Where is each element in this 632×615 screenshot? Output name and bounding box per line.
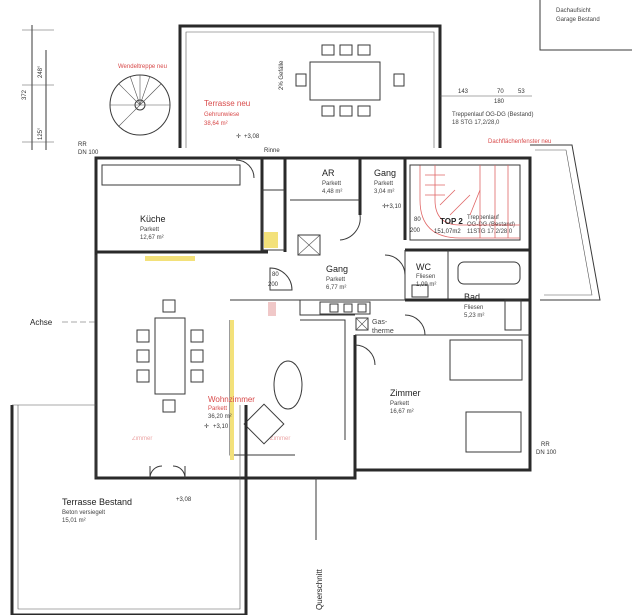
top-dimension-row: 143 70 53 180 [440,89,532,105]
kueche-floor: Parkett [140,227,159,233]
bad-area: 5,23 m² [464,313,484,319]
terrace-new-area: 38,64 m² [204,121,228,127]
door-dim-80: 80 [272,272,279,278]
terrace-existing-floor: Beton versiegelt [62,510,105,516]
kueche-area: 12,67 m² [140,235,164,241]
wc-floor: Fliesen [416,274,435,280]
dim-372: 372 [22,89,28,100]
wohnzimmer-floor: Parkett [208,406,227,412]
gang-mid-name: Gang [326,264,348,274]
zimmer-faded-2: Zimmer [270,436,290,442]
level-marker-gang: ✛ [382,203,387,210]
terrace-chairs [295,44,405,117]
bottom-windows [149,465,186,479]
gastherme-label-1: Gas- [372,319,388,326]
zimmer-name: Zimmer [390,388,421,398]
dim-70: 70 [497,89,504,95]
zimmer-furniture [449,339,523,453]
gang-top-floor: Parkett [374,181,393,187]
top2-label: TOP 2 [440,217,463,226]
ar-floor: Parkett [322,181,341,187]
top2-value: 151,07m2 [434,229,461,235]
terrace-new-name: Terrasse neu [204,99,250,108]
kueche-name: Küche [140,214,166,224]
wohnzimmer-area: 36,20 m² [208,414,232,420]
gang-mid-floor: Parkett [326,277,345,283]
zimmer-floor: Parkett [390,401,409,407]
terrace-existing: Terrasse Bestand Beton versiegelt 15,01 … [10,404,248,615]
rr-right-2: DN 100 [536,450,557,456]
dim-53: 53 [518,89,525,95]
ar-area: 4,48 m² [322,189,342,195]
querschnitt-label: Querschnitt [315,568,324,610]
kitchen-fittings [101,164,321,261]
terrace-existing-area: 15,01 m² [62,518,86,524]
bad-name: Bad [464,292,480,302]
skylight-note: Dachflächenfenster neu [488,139,551,145]
level-marker-terrace: ✛ [236,133,241,140]
achse-label: Achse [30,318,53,327]
wc-area: 1,09 m² [416,282,436,288]
terrace-existing-level: +3,08 [176,497,192,503]
zimmer-area: 16,67 m² [390,409,414,415]
terrace-table [309,61,381,101]
rr-right-1: RR [541,442,550,448]
garage-roof-box: Dachaufsicht Garage Bestand [539,0,632,51]
top2-d2: 200 [410,228,421,234]
stair-new-detail: 11STG 17,2/28,0 [467,229,513,235]
gang-top-area: 3,04 m² [374,189,394,195]
wohnzimmer-name: Wohnzimmer [208,395,255,404]
zimmer-faded-1: Zimmer [132,436,152,442]
rinne-label: Rinne [264,148,280,154]
gastherme-box [355,317,369,331]
wohnzimmer-level: +3,10 [213,424,229,430]
garage-label-2: Garage Bestand [556,17,600,23]
stair-existing-detail: 18 STG 17,2/28,0 [452,120,500,126]
rr-left-2: DN 100 [78,150,99,156]
terrace-new-level: +3,08 [244,134,260,140]
dining-table [136,299,204,413]
garage-label-1: Dachaufsicht [556,8,591,14]
rr-left-1: RR [78,142,87,148]
spiral-stair-note: Wendeltreppe neu [118,64,167,70]
terrace-new: Terrasse neu Gehrunwiese 38,64 m² 2% Gef… [118,24,442,148]
level-marker-wohn: ✛ [204,423,209,430]
top2-d1: 80 [414,217,421,223]
terrace-existing-name: Terrasse Bestand [62,497,132,507]
living-furniture [229,301,371,460]
roof-hip-right [530,144,601,301]
dim-180: 180 [494,99,505,105]
spiral-stair [109,74,171,136]
stair-existing-title: Treppenlauf OG-DG (Bestand) [452,112,533,118]
ar-name: AR [322,168,335,178]
bath-fixtures [411,261,522,331]
gang-top-name: Gang [374,168,396,178]
gang-top-level: +3,10 [386,204,402,210]
doors [235,159,426,366]
dim-248: 248° [38,65,44,78]
bad-floor: Fliesen [464,305,483,311]
gastherme-label-2: therme [372,328,394,335]
stair-new-title: Treppenlauf [467,215,499,221]
left-dimension-line: 372 248° 125° [22,25,54,150]
dim-143: 143 [458,89,469,95]
wc-name: WC [416,262,431,272]
gang-mid-area: 6,77 m² [326,285,346,291]
terrace-new-line2: Gehrunwiese [204,112,240,118]
door-dim-200: 200 [268,282,279,288]
dim-125: 125° [38,127,44,140]
stair-existing [409,164,521,241]
terrace-slope: 2% Gefälle [279,60,285,90]
